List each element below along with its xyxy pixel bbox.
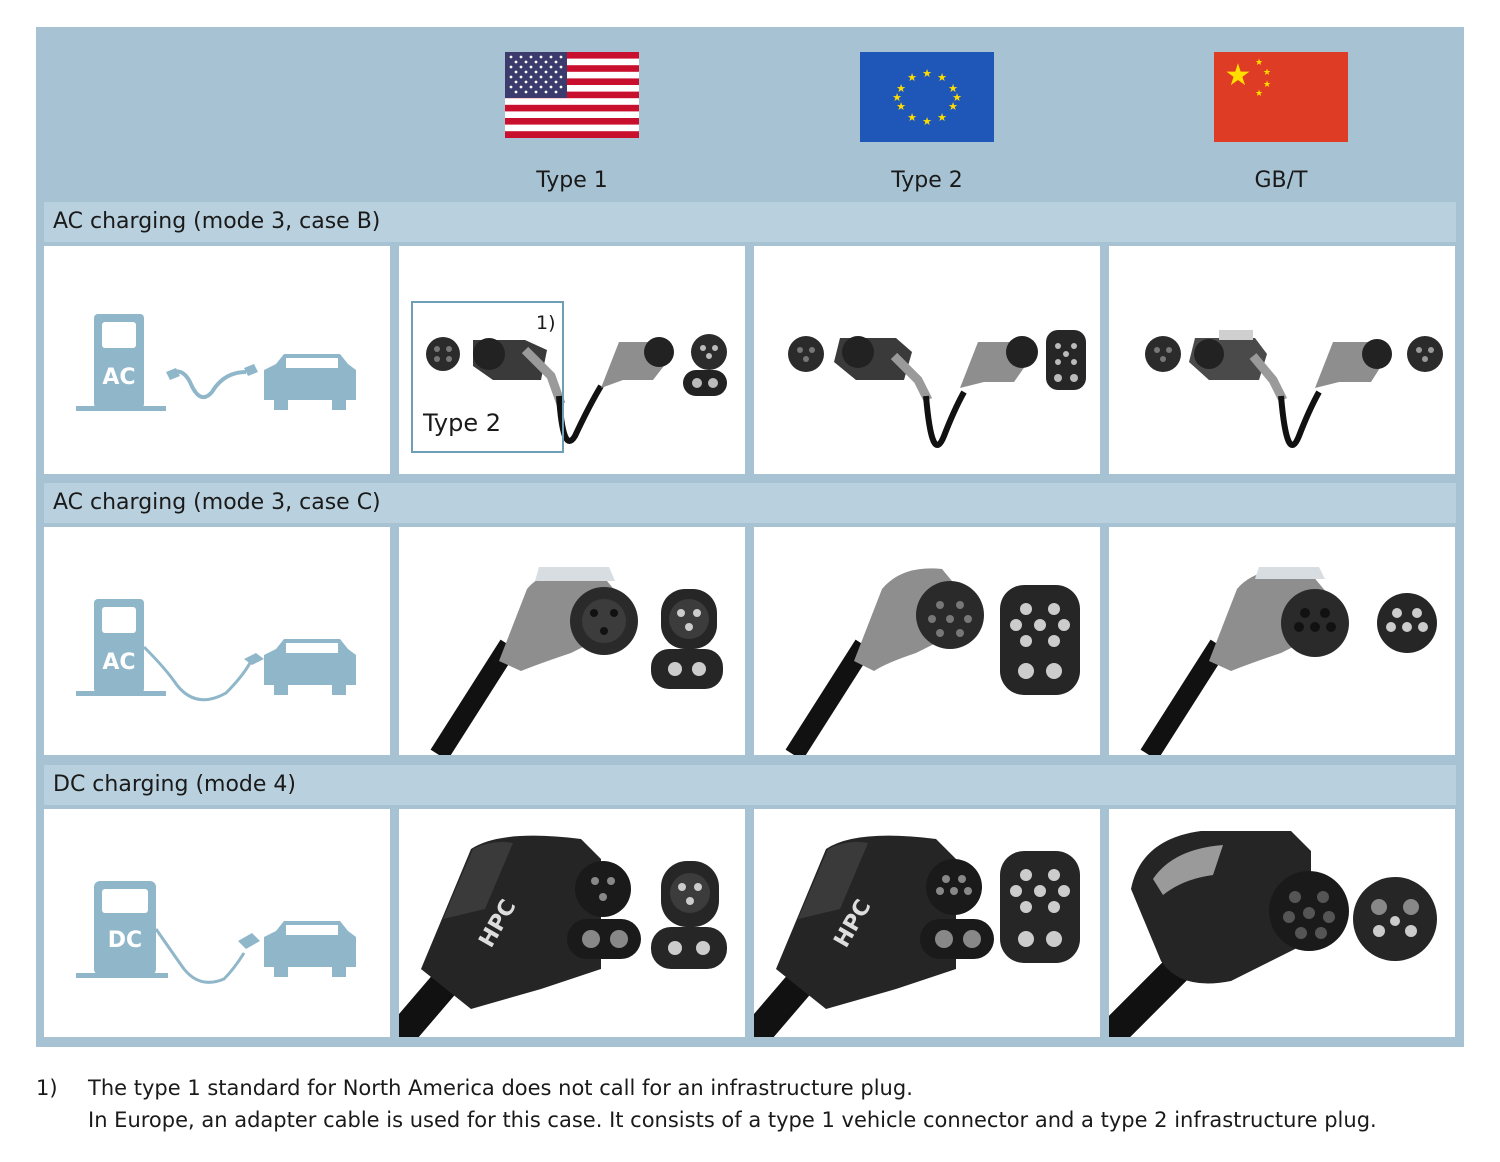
section-header-dc: DC charging (mode 4) — [44, 765, 1456, 805]
svg-text:★: ★ — [1263, 68, 1271, 78]
cell-dc-type1: HPC — [399, 809, 745, 1037]
cell-ac-c-gbt — [1109, 527, 1455, 755]
type1-connector-icon — [430, 567, 723, 755]
type2-cable-icon — [788, 330, 1086, 448]
type1-adapter-cable-icon — [426, 334, 727, 444]
svg-text:★: ★ — [896, 82, 906, 95]
cell-ac-c-type1 — [399, 527, 745, 755]
footnote-line-2: In Europe, an adapter cable is used for … — [88, 1108, 1377, 1132]
svg-text:★: ★ — [948, 82, 958, 95]
gbt-dc-connector-icon — [1109, 831, 1437, 1037]
svg-text:★: ★ — [937, 111, 947, 124]
column-label-type1: Type 1 — [536, 168, 608, 193]
cell-dc-gbt — [1109, 809, 1455, 1037]
china-flag-icon: ★ ★★ ★★ — [1214, 52, 1348, 142]
svg-text:★: ★ — [907, 71, 917, 84]
cell-ac-b-icon: AC — [44, 246, 390, 474]
ccs1-hpc-connector-icon: HPC — [399, 835, 727, 1037]
eu-flag-icon: ★★★ ★★★ ★★★ ★★★ — [860, 52, 994, 142]
cell-ac-b-gbt — [1109, 246, 1455, 474]
cell-dc-type2: HPC — [754, 809, 1100, 1037]
column-label-gbt: GB/T — [1254, 168, 1308, 193]
gbt-connector-icon — [1140, 567, 1437, 755]
section-header-ac-case-c: AC charging (mode 3, case C) — [44, 483, 1456, 523]
standards-table: Type 1 ★★★ ★★★ ★★★ ★★★ Type 2 ★ ★★ — [36, 27, 1464, 1047]
annotation-type2-label: Type 2 — [423, 409, 502, 437]
svg-text:★: ★ — [907, 111, 917, 124]
svg-text:★: ★ — [1225, 58, 1252, 93]
svg-text:★: ★ — [1263, 80, 1271, 90]
station-label: AC — [102, 650, 135, 675]
station-label: AC — [102, 365, 135, 390]
ccs2-hpc-connector-icon: HPC — [754, 835, 1080, 1037]
cell-ac-c-icon: AC — [44, 527, 390, 755]
column-label-type2: Type 2 — [891, 168, 963, 193]
cell-ac-b-type2 — [754, 246, 1100, 474]
svg-text:★: ★ — [896, 100, 906, 113]
cell-dc-icon: DC — [44, 809, 390, 1037]
svg-text:★: ★ — [922, 67, 932, 80]
svg-text:★: ★ — [892, 91, 902, 104]
svg-text:★: ★ — [952, 91, 962, 104]
ac-station-to-car-icon: AC — [76, 314, 356, 411]
cell-ac-b-type1: Type 2 1) — [399, 246, 745, 474]
footnote-number: 1) — [36, 1076, 58, 1100]
cell-ac-c-type2 — [754, 527, 1100, 755]
svg-text:★: ★ — [1255, 89, 1263, 99]
column-gbt: ★ ★★ ★★ GB/T — [1111, 27, 1451, 202]
svg-text:★: ★ — [937, 71, 947, 84]
svg-text:★: ★ — [922, 115, 932, 128]
svg-text:★: ★ — [948, 100, 958, 113]
usa-flag-icon — [505, 52, 639, 138]
adapter-annotation-box: Type 2 — [411, 301, 564, 453]
column-type1: Type 1 — [402, 27, 742, 202]
ac-station-fixed-cable-icon: AC — [76, 599, 356, 702]
type2-connector-icon — [785, 568, 1080, 755]
station-label: DC — [108, 928, 142, 953]
svg-text:★: ★ — [1255, 58, 1263, 68]
dc-station-icon: DC — [76, 881, 356, 984]
gbt-cable-icon — [1145, 330, 1443, 448]
column-type2: ★★★ ★★★ ★★★ ★★★ Type 2 — [757, 27, 1097, 202]
footnote-line-1: The type 1 standard for North America do… — [88, 1076, 913, 1100]
column-headers: Type 1 ★★★ ★★★ ★★★ ★★★ Type 2 ★ ★★ — [36, 27, 1464, 202]
section-header-ac-case-b: AC charging (mode 3, case B) — [44, 202, 1456, 242]
footnote-marker: 1) — [536, 312, 556, 334]
